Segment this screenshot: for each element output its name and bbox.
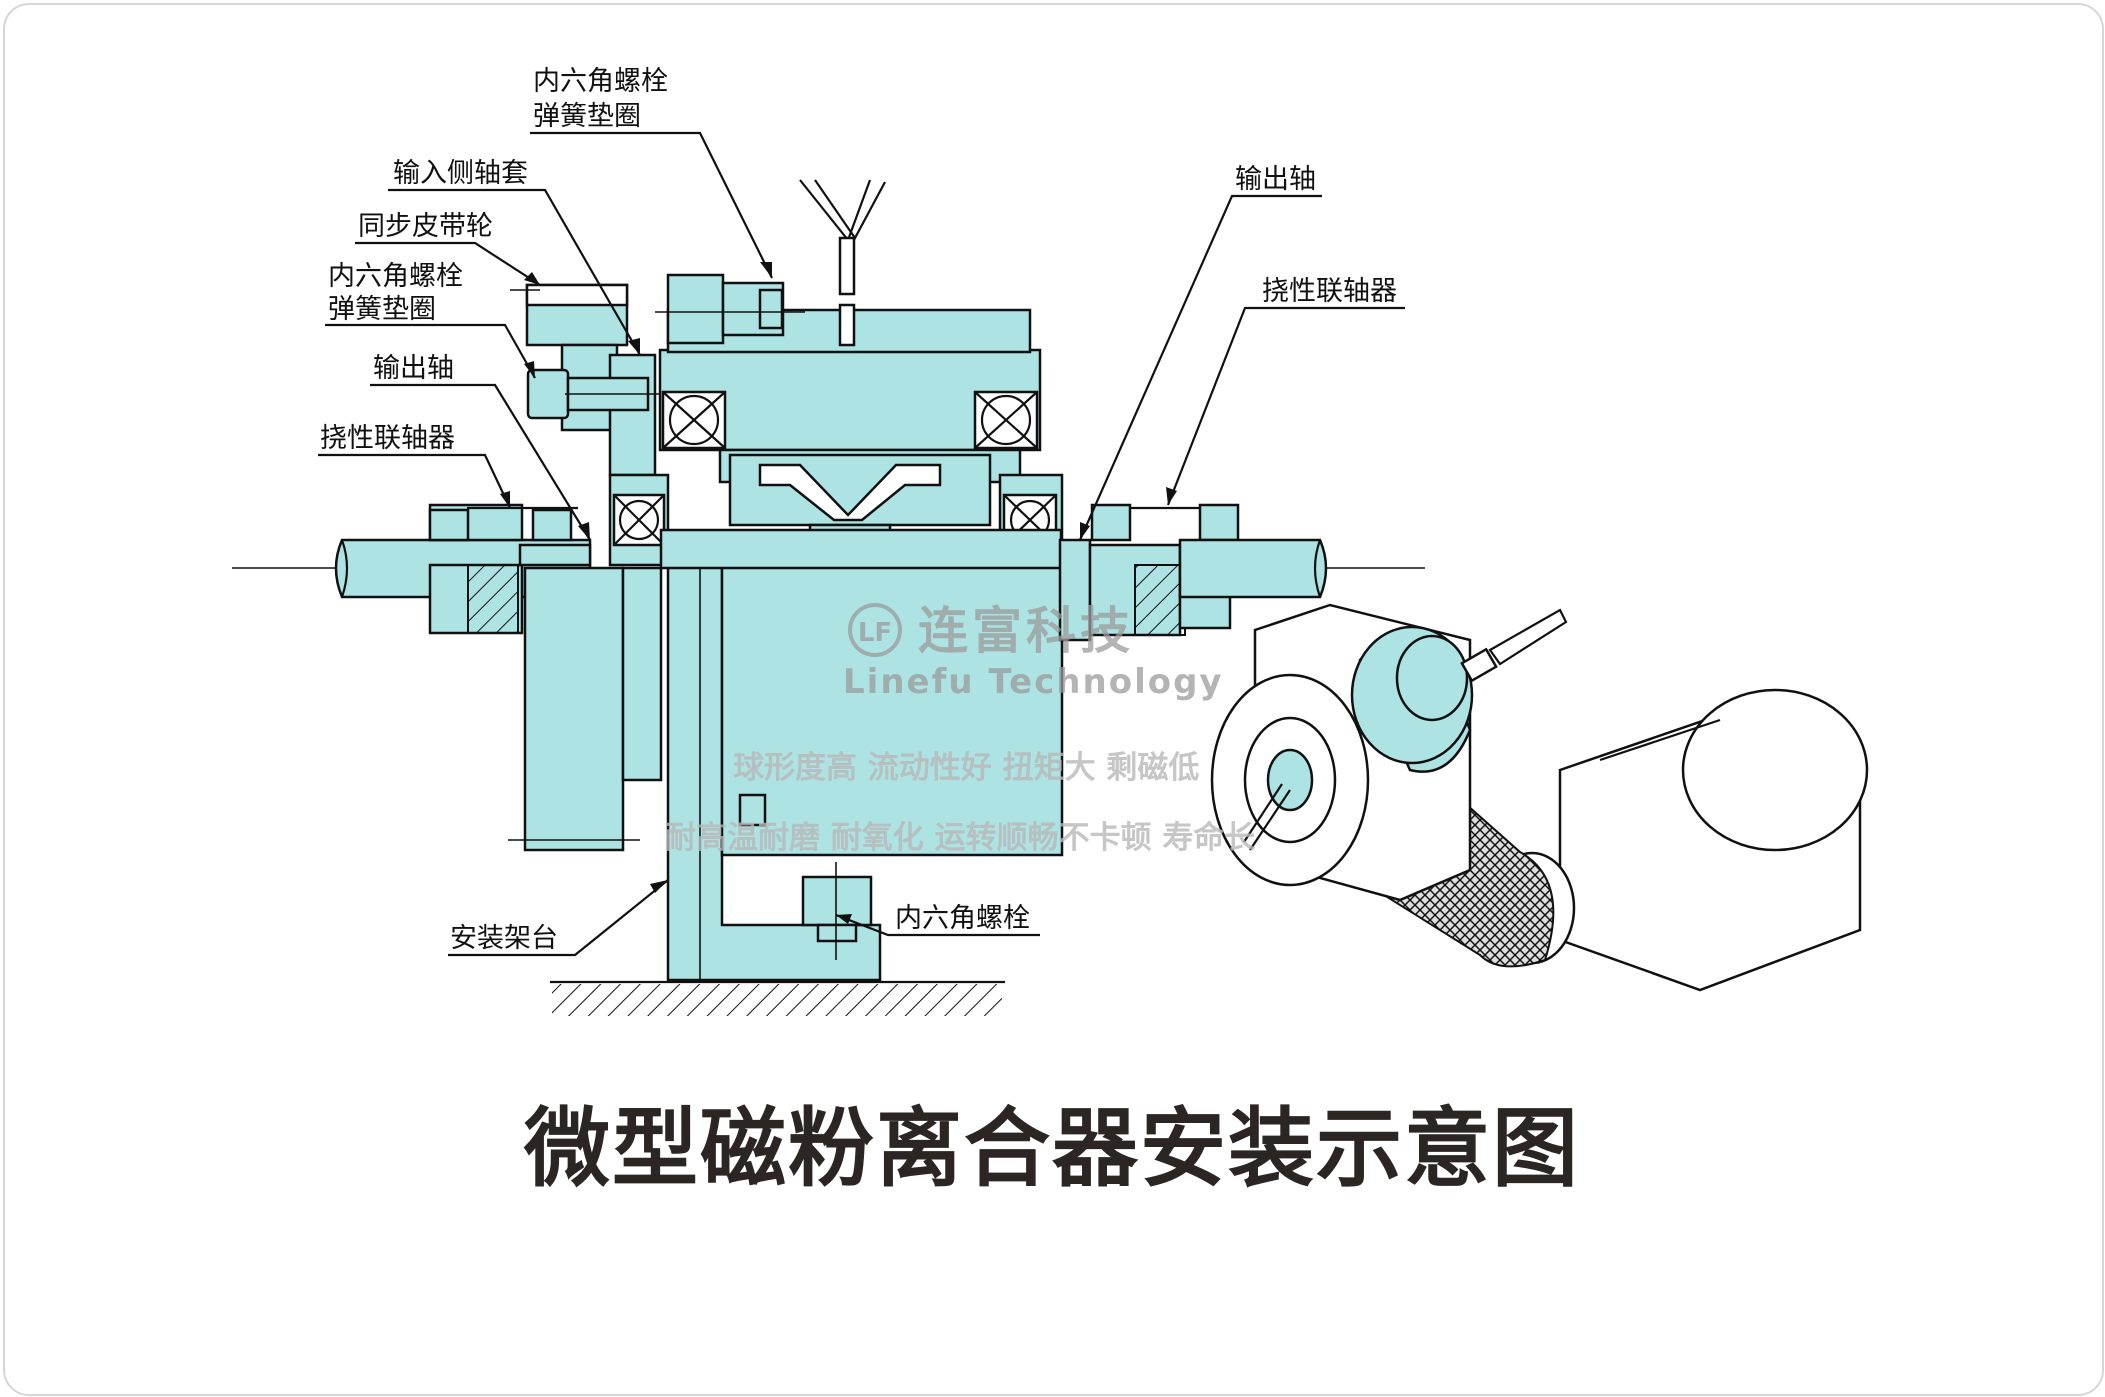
watermark-brand-cn: 连富科技 [918, 601, 1134, 660]
watermark: LF 连富科技 Linefu Technology 球形度高 流动性好 扭矩大 … [665, 601, 1255, 856]
label-input-sleeve: 输入侧轴套 [393, 158, 528, 189]
label-bolt-top-1: 内六角螺栓 [533, 66, 668, 97]
label-hex-bolt-bottom: 内六角螺栓 [895, 903, 1030, 934]
watermark-logo-icon [848, 603, 902, 657]
watermark-slogan-2: 耐高温耐磨 耐氧化 运转顺畅不卡顿 寿命长 [665, 820, 1255, 856]
timing-pulley [523, 566, 625, 852]
isometric-sketch [1210, 603, 1869, 992]
label-output-shaft-left: 输出轴 [373, 353, 454, 384]
label-output-shaft-right: 输出轴 [1235, 164, 1316, 195]
label-mount-base: 安装架台 [450, 923, 558, 954]
label-bolt-left-1: 内六角螺栓 [328, 261, 463, 292]
input-shaft [1249, 789, 1291, 851]
label-timing-pulley: 同步皮带轮 [358, 211, 493, 242]
callout-labels: 内六角螺栓 弹簧垫圈 输入侧轴套 同步皮带轮 内六角螺栓 弹簧垫圈 输出轴 挠性… [320, 66, 1397, 954]
bottom-hex-bolt [801, 875, 873, 927]
lead-cable [1488, 608, 1568, 666]
watermark-logo-mark: LF [858, 618, 892, 648]
diagram-title: 微型磁粉离合器安装示意图 [523, 1098, 1580, 1199]
label-flex-coupling-right: 挠性联轴器 [1262, 276, 1397, 307]
label-washer-top-2: 弹簧垫圈 [533, 101, 641, 132]
ground-hatch [552, 984, 1002, 1016]
watermark-slogan-1: 球形度高 流动性好 扭矩大 剩磁低 [733, 750, 1199, 786]
right-shaft [1178, 538, 1328, 599]
leader-lines [318, 131, 1405, 957]
label-flex-coupling-left: 挠性联轴器 [320, 423, 455, 454]
watermark-brand-en: Linefu Technology [843, 662, 1224, 702]
motor-end-cap [1681, 688, 1869, 852]
label-washer-left-2: 弹簧垫圈 [328, 294, 436, 325]
top-socket-bolt [666, 273, 725, 345]
